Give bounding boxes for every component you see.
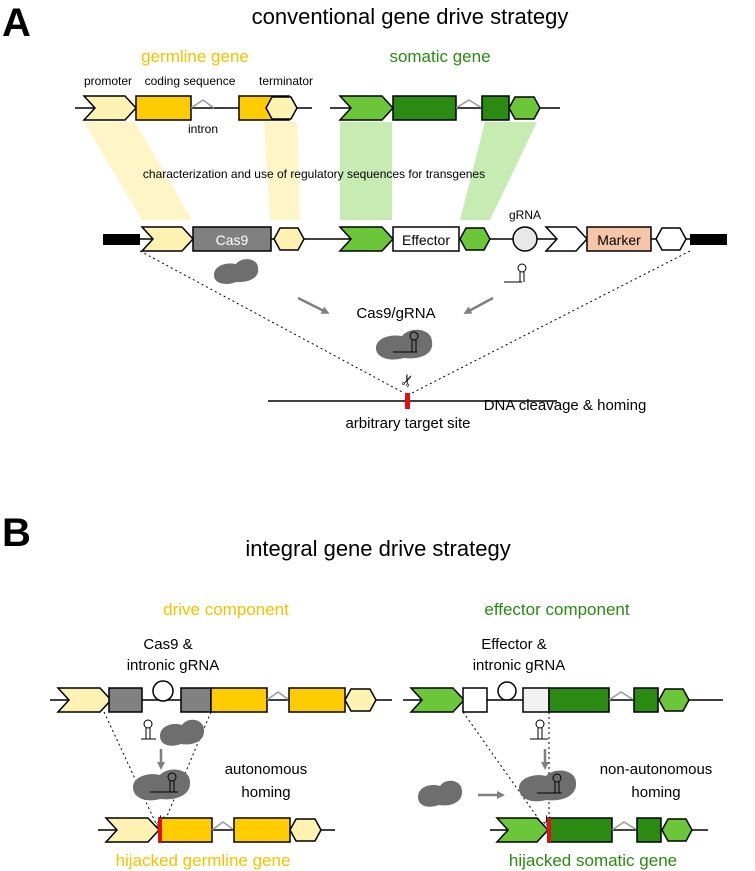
cas9-box xyxy=(192,226,272,252)
effector-hairpin-icon xyxy=(530,719,548,740)
drive-component-construct xyxy=(50,680,392,713)
target-site-label: arbitrary target site xyxy=(345,415,470,432)
homing-projection-lines xyxy=(139,250,691,394)
panel-a-title: conventional gene drive strategy xyxy=(252,4,569,29)
cas9-grna-label: Cas9/gRNA xyxy=(356,305,435,322)
nonautonomous-line2: homing xyxy=(631,784,680,801)
arrow-right-icon xyxy=(463,296,494,314)
intron-label: intron xyxy=(188,122,218,136)
marker-box xyxy=(586,226,652,252)
grna-node xyxy=(512,226,538,252)
effector-complex-icon xyxy=(519,770,577,802)
cas9-intronic-line2: intronic gRNA xyxy=(127,657,220,674)
complex-hairpin-icon xyxy=(393,331,419,353)
grna-label: gRNA xyxy=(509,208,541,222)
autonomous-line1: autonomous xyxy=(225,761,308,778)
effector-box xyxy=(392,226,460,252)
germline-gene-heading: germline gene xyxy=(141,47,249,66)
target-site-mark xyxy=(405,393,410,409)
cas9-protein-icon xyxy=(214,259,259,284)
drive-cas9-protein-icon xyxy=(160,719,205,746)
cas9-grna-complex-icon xyxy=(376,329,433,360)
characterization-label: characterization and use of regulatory s… xyxy=(143,167,485,181)
hijacked-germline-construct xyxy=(98,817,335,843)
panel-b-title: integral gene drive strategy xyxy=(245,536,510,561)
grna-hairpin-icon xyxy=(504,263,527,283)
drive-complex-icon xyxy=(133,769,191,801)
arrow-left-icon xyxy=(297,296,330,314)
transgene-construct xyxy=(103,226,727,252)
somatic-gene-heading: somatic gene xyxy=(389,47,490,66)
terminator-label: terminator xyxy=(259,74,313,88)
external-cas9-protein-icon xyxy=(418,780,463,807)
effector-intronic-line2: intronic gRNA xyxy=(473,657,566,674)
projection-bands xyxy=(84,122,537,220)
panel-b-letter: B xyxy=(2,511,31,555)
cas9-intronic-line1: Cas9 & xyxy=(143,636,192,653)
panel-a-letter: A xyxy=(2,1,31,45)
marker-label: Marker xyxy=(597,232,641,248)
effector-projection-lines xyxy=(462,711,550,829)
scissors-icon: ✂ xyxy=(396,371,418,390)
autonomous-line2: homing xyxy=(241,784,290,801)
right-homology-arm xyxy=(690,234,727,245)
hijacked-somatic-construct xyxy=(490,817,708,843)
nonautonomous-line1: non-autonomous xyxy=(600,761,713,778)
effector-label: Effector xyxy=(402,232,450,248)
drive-complex-hairpin-icon xyxy=(150,772,178,793)
effector-intronic-line1: Effector & xyxy=(481,636,547,653)
effector-component-heading: effector component xyxy=(484,600,629,619)
left-homology-arm xyxy=(103,234,140,245)
hijacked-germline-label: hijacked germline gene xyxy=(116,851,291,870)
cas9-label: Cas9 xyxy=(216,232,249,248)
coding-sequence-label: coding sequence xyxy=(145,74,236,88)
effector-complex-hairpin-icon xyxy=(537,773,562,794)
germline-gene-diagram xyxy=(75,95,312,121)
cleavage-label: DNA cleavage & homing xyxy=(484,397,647,414)
drive-component-heading: drive component xyxy=(163,600,289,619)
promoter-label: promoter xyxy=(84,74,132,88)
drive-hairpin-icon xyxy=(141,719,156,740)
effector-component-construct xyxy=(403,681,723,713)
hijacked-somatic-label: hijacked somatic gene xyxy=(509,851,677,870)
somatic-gene-diagram xyxy=(330,95,560,121)
